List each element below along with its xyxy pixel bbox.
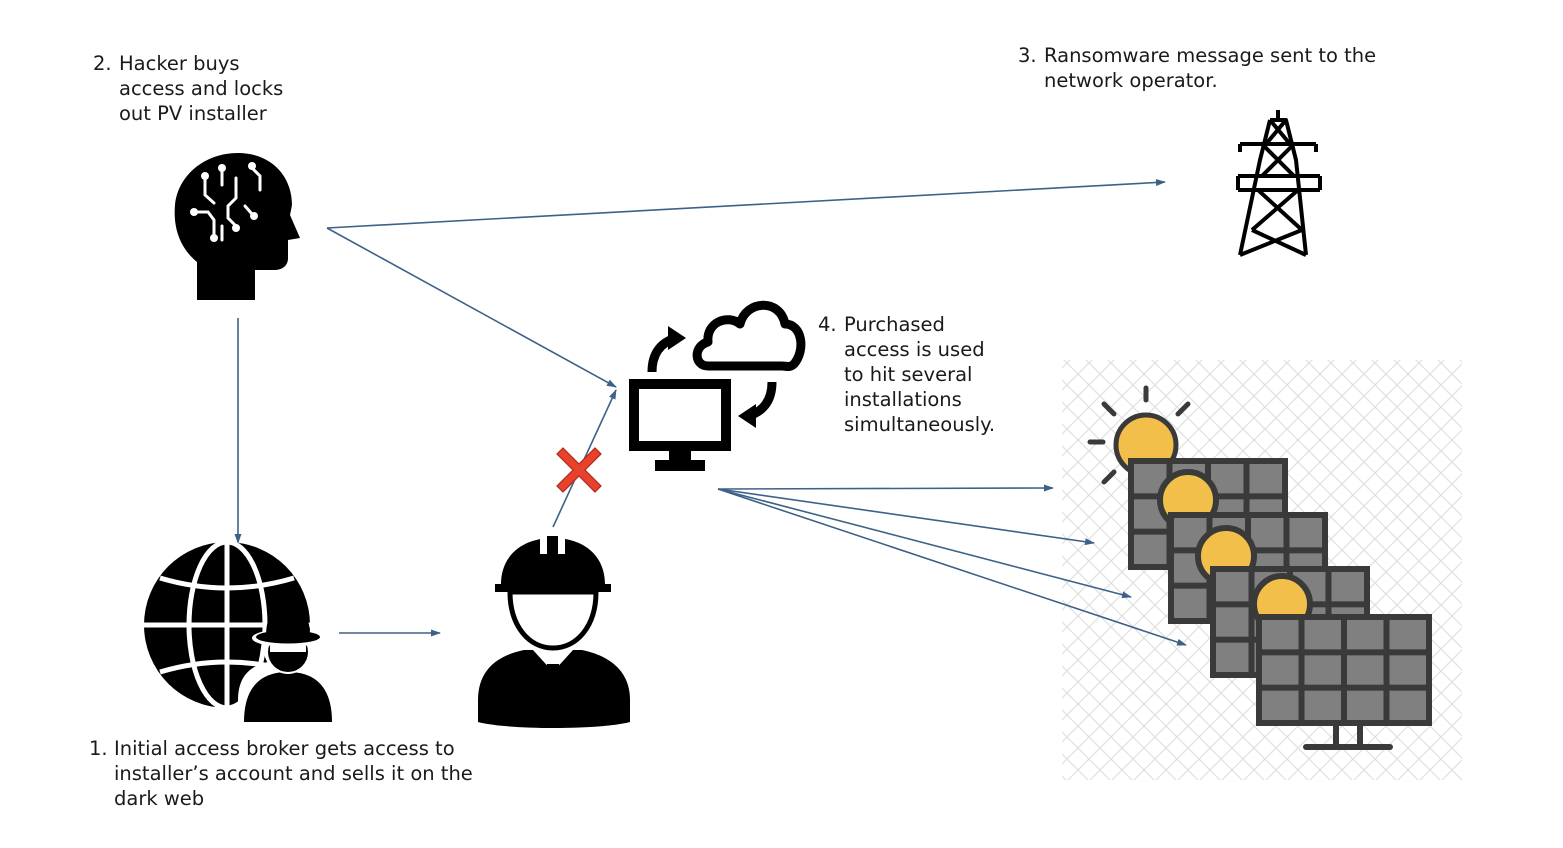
arrow-computer-to-panel-2 xyxy=(717,488,1095,546)
step-4-number: 4. xyxy=(818,313,837,336)
blocked-x-icon xyxy=(556,447,602,493)
step-4-line-5: simultaneously. xyxy=(844,413,996,436)
arrow-computer-to-panel-1 xyxy=(717,484,1054,492)
step-1-line-1: Initial access broker gets access to xyxy=(114,737,455,760)
step-4-line-4: installations xyxy=(844,388,962,411)
solar-panels-icon xyxy=(1087,385,1432,750)
step-4-line-3: to hit several xyxy=(844,363,973,386)
step-2-line-3: out PV installer xyxy=(119,102,267,125)
arrow-hacker-to-tower xyxy=(326,178,1166,229)
hacker-brain-icon xyxy=(174,153,300,300)
step-2-line-2: access and locks xyxy=(119,77,284,100)
step-3-line-1: Ransomware message sent to the xyxy=(1044,44,1377,67)
arrow-hacker-to-computer xyxy=(326,227,617,388)
step-3-number: 3. xyxy=(1018,44,1037,67)
flow-arrows xyxy=(234,178,1187,646)
cloud-computer-icon xyxy=(629,300,806,471)
step-2-line-1: Hacker buys xyxy=(119,52,240,75)
arrow-computer-to-panel-3 xyxy=(717,488,1132,599)
step-1-line-3: dark web xyxy=(114,787,205,810)
power-tower-icon xyxy=(1236,110,1322,257)
step-1-number: 1. xyxy=(89,737,108,760)
installer-worker-icon xyxy=(478,532,630,728)
step-1-line-2: installer’s account and sells it on the xyxy=(114,762,473,785)
globe-spy-icon xyxy=(144,539,338,722)
arrow-computer-to-panel-4 xyxy=(717,488,1187,646)
solar-panel-4 xyxy=(1256,614,1432,726)
step-4-line-2: access is used xyxy=(844,338,985,361)
step-4-line-1: Purchased xyxy=(844,313,945,336)
step-2-number: 2. xyxy=(93,52,112,75)
step-3-line-2: network operator. xyxy=(1044,69,1218,92)
